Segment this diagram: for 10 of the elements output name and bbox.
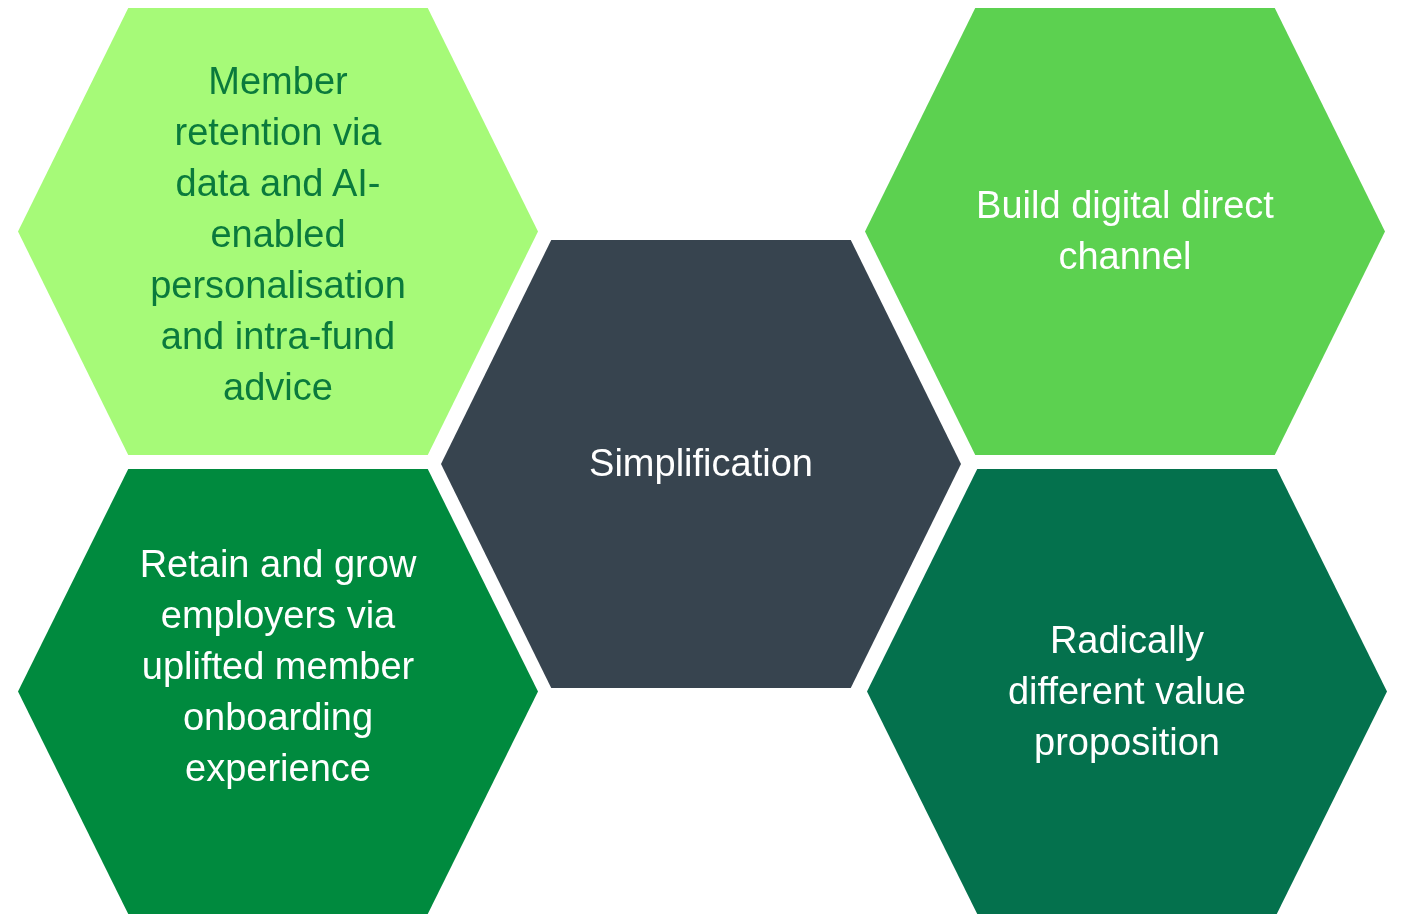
hexagon [865, 8, 1385, 455]
hexagon-label: Radically different value proposition [1007, 618, 1247, 765]
hexagon-label: Member retention via data and AI-enabled personalisation and intra-fund advice [149, 59, 407, 410]
hexagon [441, 240, 961, 688]
hexagon [18, 469, 538, 914]
hexagon [18, 8, 538, 455]
hexagon-label: Simplification [588, 441, 814, 486]
hexagon [867, 469, 1387, 914]
hexagon-label: Build digital direct channel [975, 183, 1275, 279]
hexagon-label: Retain and grow employers via uplifted member onboarding experience [138, 542, 418, 791]
